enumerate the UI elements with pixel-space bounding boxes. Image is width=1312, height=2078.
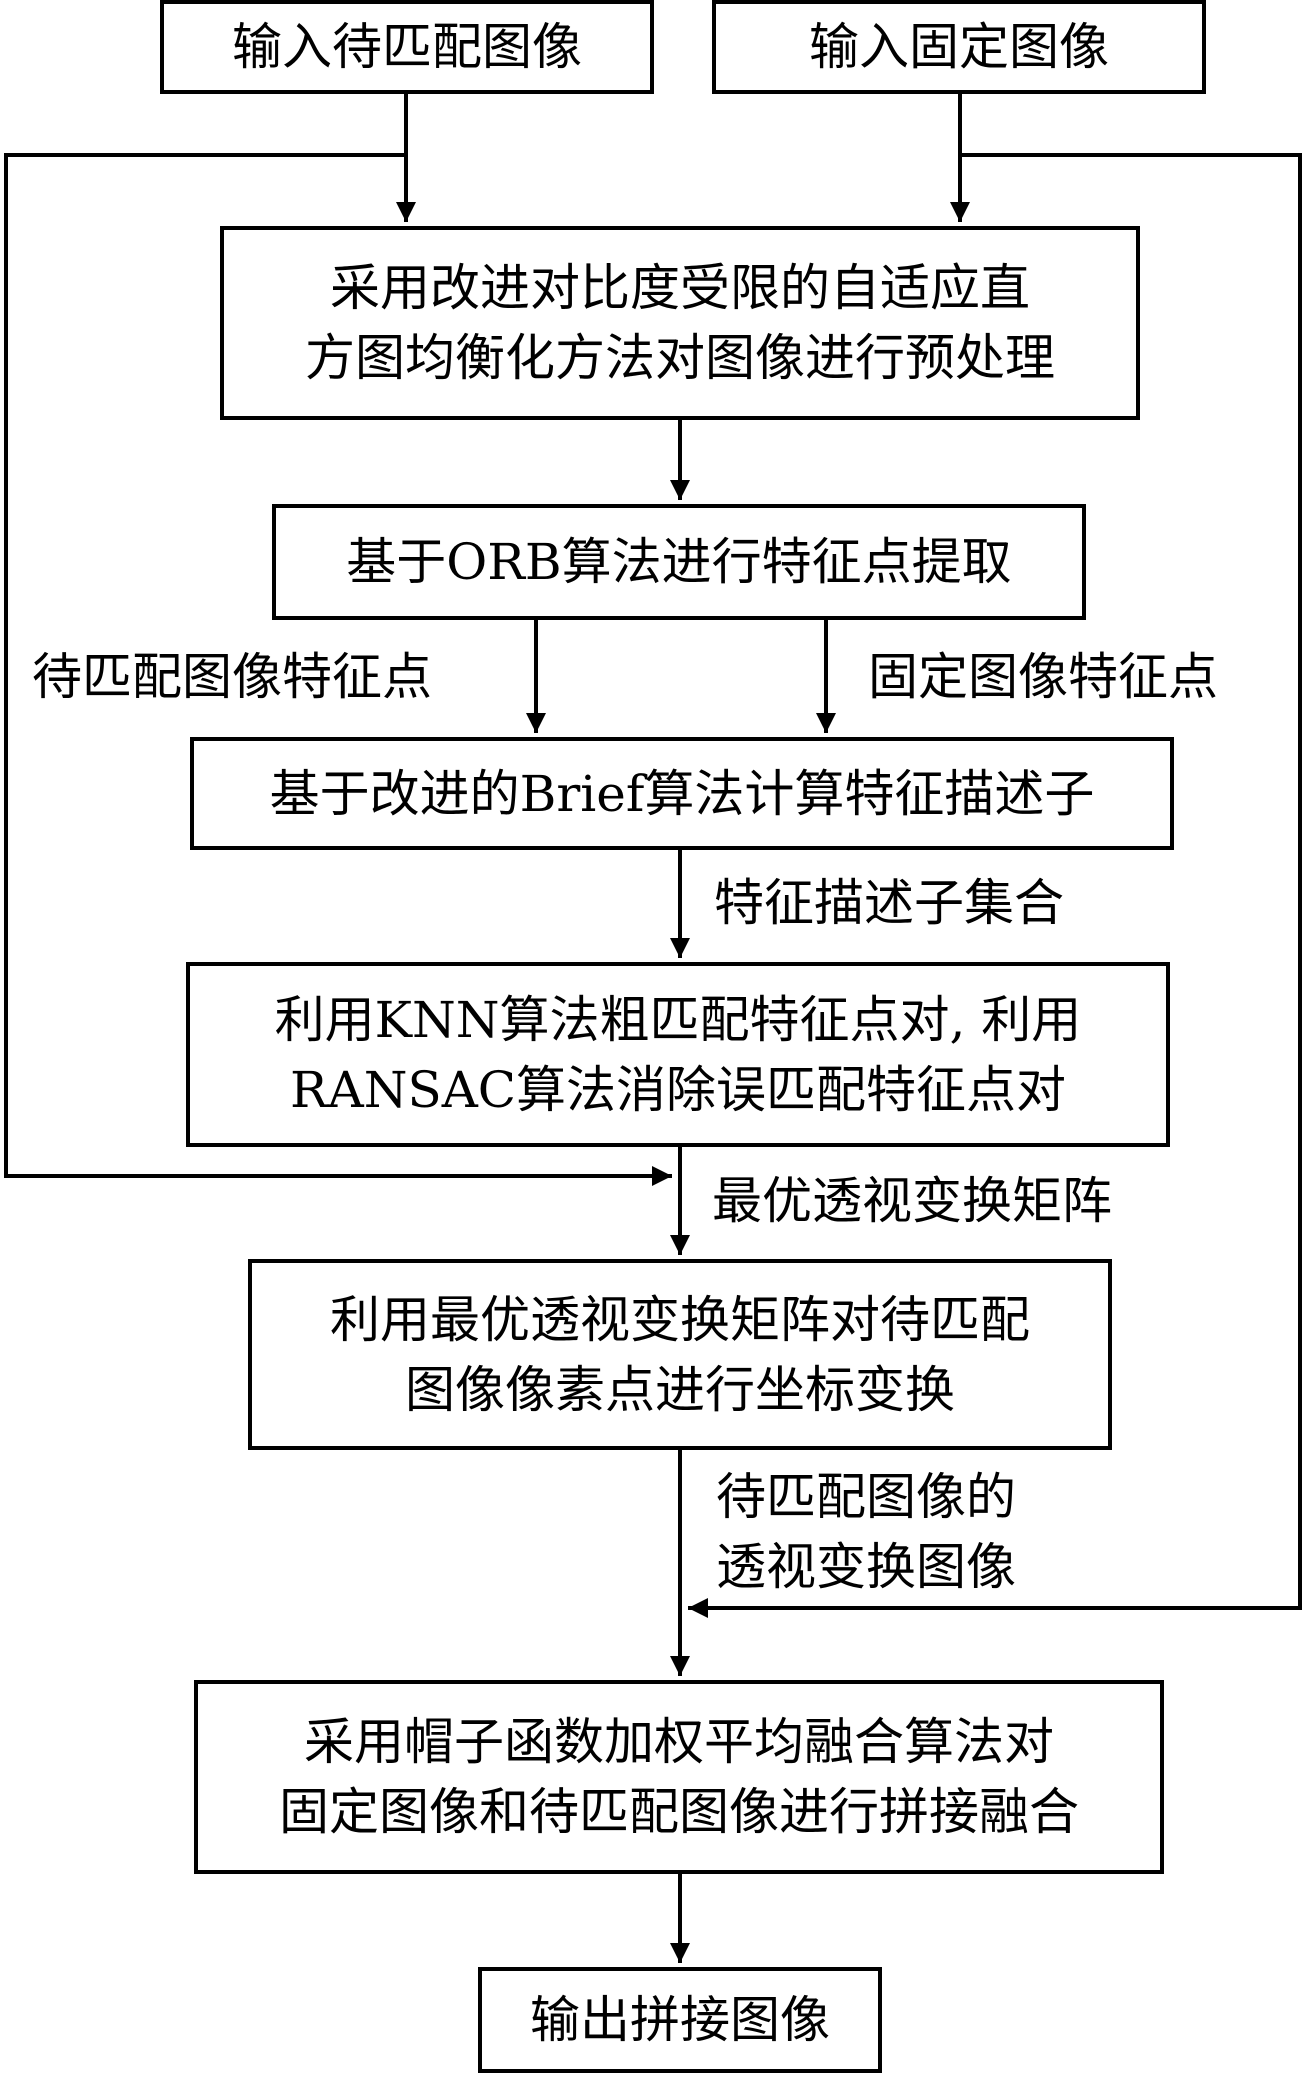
node-preprocess-line-1: 采用改进对比度受限的自适应直 — [330, 259, 1030, 317]
node-transform-line-2: 图像像素点进行坐标变换 — [405, 1360, 955, 1419]
node-match: 利用KNN算法粗匹配特征点对, 利用 RANSAC算法消除误匹配特征点对 — [186, 962, 1170, 1147]
node-fusion-line-1: 采用帽子函数加权平均融合算法对 — [304, 1713, 1054, 1771]
node-transform-line-1: 利用最优透视变换矩阵对待匹配 — [330, 1290, 1030, 1349]
node-transform: 利用最优透视变换矩阵对待匹配 图像像素点进行坐标变换 — [248, 1259, 1112, 1450]
node-preprocess: 采用改进对比度受限的自适应直 方图均衡化方法对图像进行预处理 — [220, 226, 1140, 420]
edge-label-perspective-image-line-2: 透视变换图像 — [716, 1538, 1016, 1596]
node-output-text: 输出拼接图像 — [530, 1991, 830, 2049]
node-brief-text: 基于改进的Brief算法计算特征描述子 — [269, 764, 1095, 823]
edge-label-descriptor-set: 特征描述子集合 — [714, 874, 1064, 932]
node-match-line-2: RANSAC算法消除误匹配特征点对 — [289, 1060, 1067, 1119]
node-preprocess-line-2: 方图均衡化方法对图像进行预处理 — [305, 329, 1055, 387]
node-input-fixed-text: 输入固定图像 — [809, 18, 1109, 76]
edge-label-perspective-image-line-1: 待匹配图像的 — [716, 1468, 1016, 1526]
node-fusion: 采用帽子函数加权平均融合算法对 固定图像和待匹配图像进行拼接融合 — [194, 1680, 1164, 1874]
node-output: 输出拼接图像 — [478, 1967, 882, 2073]
node-input-fixed: 输入固定图像 — [712, 0, 1206, 94]
node-input-moving-text: 输入待匹配图像 — [232, 18, 582, 76]
node-orb: 基于ORB算法进行特征点提取 — [272, 504, 1086, 620]
node-orb-text: 基于ORB算法进行特征点提取 — [346, 533, 1012, 591]
edge-label-perspective-image: 待匹配图像的 透视变换图像 — [716, 1462, 1016, 1602]
bypass-line-moving — [4, 153, 672, 1186]
node-fusion-line-2: 固定图像和待匹配图像进行拼接融合 — [279, 1783, 1079, 1841]
node-brief: 基于改进的Brief算法计算特征描述子 — [190, 737, 1174, 850]
bypass-line-fixed — [688, 153, 1302, 1618]
node-match-line-1: 利用KNN算法粗匹配特征点对, 利用 — [274, 990, 1082, 1049]
edge-label-optimal-matrix: 最优透视变换矩阵 — [712, 1172, 1112, 1230]
edge-label-fixed-features: 固定图像特征点 — [868, 648, 1218, 706]
edge-label-moving-features: 待匹配图像特征点 — [32, 648, 432, 706]
node-input-moving: 输入待匹配图像 — [160, 0, 654, 94]
